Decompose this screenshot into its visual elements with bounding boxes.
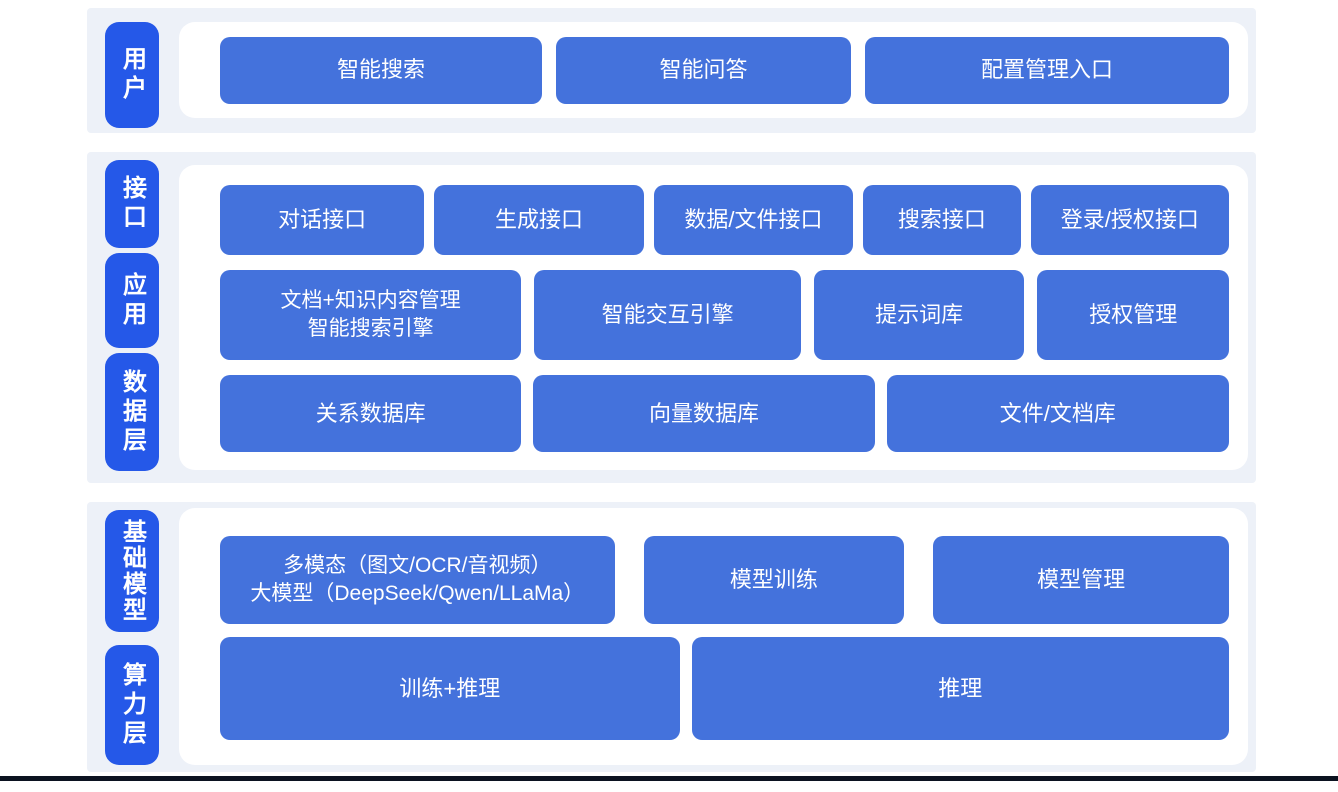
bottom-layers-label-column: 基础模型 算力层 xyxy=(105,510,159,765)
layer-label-data: 数据层 xyxy=(105,353,159,471)
box-search-api: 搜索接口 xyxy=(863,185,1021,255)
bottom-divider-bar xyxy=(0,776,1338,781)
box-training-inference: 训练+推理 xyxy=(220,637,680,740)
application-row: 文档+知识内容管理 智能搜索引擎 智能交互引擎 提示词库 授权管理 xyxy=(220,270,1229,360)
box-smart-interaction-engine: 智能交互引擎 xyxy=(534,270,801,360)
box-generation-api: 生成接口 xyxy=(434,185,644,255)
interface-row: 对话接口 生成接口 数据/文件接口 搜索接口 登录/授权接口 xyxy=(220,185,1230,255)
box-model-management: 模型管理 xyxy=(933,536,1229,624)
box-data-file-api: 数据/文件接口 xyxy=(653,185,854,255)
user-layer-section: 用户 智能搜索 智能问答 配置管理入口 xyxy=(87,8,1256,133)
bottom-layers-panel: 多模态（图文/OCR/音视频） 大模型（DeepSeek/Qwen/LLaMa）… xyxy=(179,508,1248,765)
compute-row: 训练+推理 推理 xyxy=(220,637,1229,740)
data-layer-row: 关系数据库 向量数据库 文件/文档库 xyxy=(220,375,1230,452)
user-layer-panel: 智能搜索 智能问答 配置管理入口 xyxy=(179,22,1248,118)
box-smart-qa: 智能问答 xyxy=(556,36,852,104)
layer-label-compute: 算力层 xyxy=(105,645,159,765)
user-layer-label-column: 用户 xyxy=(105,22,159,128)
layer-label-foundation-model: 基础模型 xyxy=(105,510,159,632)
box-dialog-api: 对话接口 xyxy=(220,185,425,255)
layer-label-interface: 接口 xyxy=(105,160,159,248)
middle-layers-section: 接口 应用 数据层 对话接口 生成接口 数据/文件接口 搜索接口 登录/授权接口… xyxy=(87,152,1256,483)
box-config-management-entry: 配置管理入口 xyxy=(865,36,1229,104)
layer-label-application: 应用 xyxy=(105,253,159,348)
box-vector-db: 向量数据库 xyxy=(533,375,875,452)
box-login-auth-api: 登录/授权接口 xyxy=(1030,185,1230,255)
box-multimodal-llm: 多模态（图文/OCR/音视频） 大模型（DeepSeek/Qwen/LLaMa） xyxy=(220,536,615,624)
bottom-layers-section: 基础模型 算力层 多模态（图文/OCR/音视频） 大模型（DeepSeek/Qw… xyxy=(87,502,1256,772)
middle-layers-panel: 对话接口 生成接口 数据/文件接口 搜索接口 登录/授权接口 文档+知识内容管理… xyxy=(179,165,1248,470)
box-prompt-library: 提示词库 xyxy=(813,270,1025,360)
box-auth-management: 授权管理 xyxy=(1037,270,1229,360)
architecture-diagram: 用户 智能搜索 智能问答 配置管理入口 接口 应用 数据层 对话接口 生成接口 … xyxy=(0,8,1338,792)
user-layer-row: 智能搜索 智能问答 配置管理入口 xyxy=(220,36,1229,104)
box-doc-knowledge-search-engine: 文档+知识内容管理 智能搜索引擎 xyxy=(220,270,522,360)
layer-label-user: 用户 xyxy=(105,22,159,128)
foundation-model-row: 多模态（图文/OCR/音视频） 大模型（DeepSeek/Qwen/LLaMa）… xyxy=(220,536,1229,624)
box-smart-search: 智能搜索 xyxy=(220,36,543,104)
box-file-doc-store: 文件/文档库 xyxy=(886,375,1230,452)
box-inference: 推理 xyxy=(691,637,1229,740)
middle-layers-label-column: 接口 应用 数据层 xyxy=(105,160,159,471)
box-model-training: 模型训练 xyxy=(643,536,905,624)
box-relational-db: 关系数据库 xyxy=(220,375,522,452)
